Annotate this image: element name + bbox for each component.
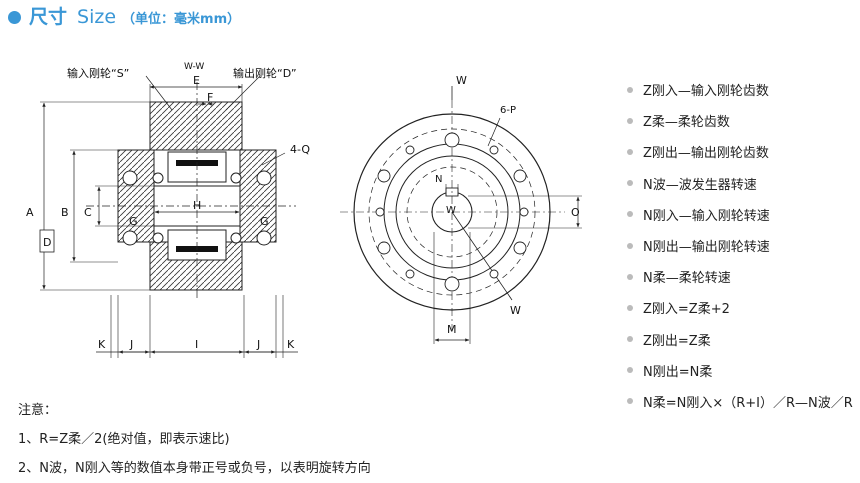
- label-dim-j-right: J: [256, 338, 260, 351]
- label-dim-h: H: [193, 199, 201, 212]
- label-input-gear: 输入刚轮“S”: [67, 66, 129, 80]
- label-end-o: O: [571, 206, 580, 219]
- bullet-icon: [627, 304, 633, 311]
- label-dim-g-right: G: [260, 215, 269, 228]
- label-dim-c: C: [84, 206, 92, 219]
- label-output-gear: 输出刚轮“D”: [233, 66, 297, 80]
- label-dim-b: B: [61, 206, 69, 219]
- end-view: [340, 86, 582, 344]
- note-item: 1、R=Z柔／2(绝对值，即表示速比): [18, 432, 230, 447]
- label-dim-d: D: [43, 236, 51, 249]
- note-item: 2、N波，N刚入等的数值本身带正号或负号，以表明旋转方向: [18, 461, 371, 476]
- label-end-n: N: [435, 174, 442, 185]
- bullet-icon: [627, 211, 633, 218]
- bolt-holes: [375, 132, 529, 292]
- legend-item: Z柔—柔轮齿数: [627, 105, 853, 136]
- bullet-icon: [627, 86, 633, 93]
- label-end-w-bottom: W: [510, 304, 521, 317]
- top-housing: [149, 101, 243, 151]
- legend-item: Z刚入—输入刚轮齿数: [627, 74, 853, 105]
- label-dim-k-right: K: [287, 338, 295, 351]
- label-dim-f: F: [207, 91, 213, 104]
- dim-d-box: [39, 229, 55, 253]
- bearings: [122, 170, 272, 246]
- label-end-w-keyway: W: [446, 205, 456, 216]
- left-flange: [117, 149, 155, 243]
- bullet-icon: [627, 148, 633, 155]
- legend-item: Z刚出=Z柔: [627, 324, 853, 355]
- bullet-icon: [627, 273, 633, 280]
- title-cn: 尺寸: [29, 6, 68, 28]
- bullet-icon: [627, 242, 633, 249]
- title-unit: （单位：毫米mm）: [122, 12, 241, 27]
- label-dim-q: 4-Q: [290, 143, 310, 156]
- legend-item: N柔—柔轮转速: [627, 261, 853, 292]
- label-dim-g-left: G: [129, 215, 138, 228]
- label-end-m: M: [447, 323, 457, 336]
- legend-item: N刚入—输入刚轮转速: [627, 199, 853, 230]
- legend-item: N刚出—输出刚轮转速: [627, 230, 853, 261]
- label-end-w-top: W: [456, 74, 467, 87]
- label-dim-i: I: [195, 338, 198, 351]
- bullet-icon: [627, 367, 633, 374]
- bullet-icon: [627, 398, 633, 405]
- legend-item: N柔=N刚入×（R+I）／R—N波／R: [627, 386, 853, 417]
- notes-section: 注意： 1、R=Z柔／2(绝对值，即表示速比) 2、N波，N刚入等的数值本身带正…: [18, 396, 371, 483]
- legend-item: Z刚出—输出刚轮齿数: [627, 136, 853, 167]
- label-end-p: 6-P: [500, 105, 516, 116]
- label-dim-a: A: [26, 206, 34, 219]
- legend-item: N波—波发生器转速: [627, 168, 853, 199]
- label-dim-e: E: [193, 74, 200, 87]
- right-flange: [239, 149, 277, 243]
- title-bullet-icon: [8, 11, 21, 24]
- bullet-icon: [627, 336, 633, 343]
- cross-section-view: [39, 75, 298, 358]
- label-section-ww: W-W: [184, 62, 204, 72]
- title-en: Size: [77, 6, 117, 28]
- notes-heading: 注意：: [18, 403, 58, 418]
- legend-item: N刚出=N柔: [627, 355, 853, 386]
- bullet-icon: [627, 117, 633, 124]
- label-dim-k-left: K: [98, 338, 106, 351]
- section-title: 尺寸 Size （单位：毫米mm）: [8, 2, 241, 28]
- bullet-icon: [627, 180, 633, 187]
- legend-list: Z刚入—输入刚轮齿数 Z柔—柔轮齿数 Z刚出—输出刚轮齿数 N波—波发生器转速 …: [627, 74, 853, 417]
- legend-item: Z刚入=Z柔+2: [627, 292, 853, 323]
- label-dim-j-left: J: [129, 338, 133, 351]
